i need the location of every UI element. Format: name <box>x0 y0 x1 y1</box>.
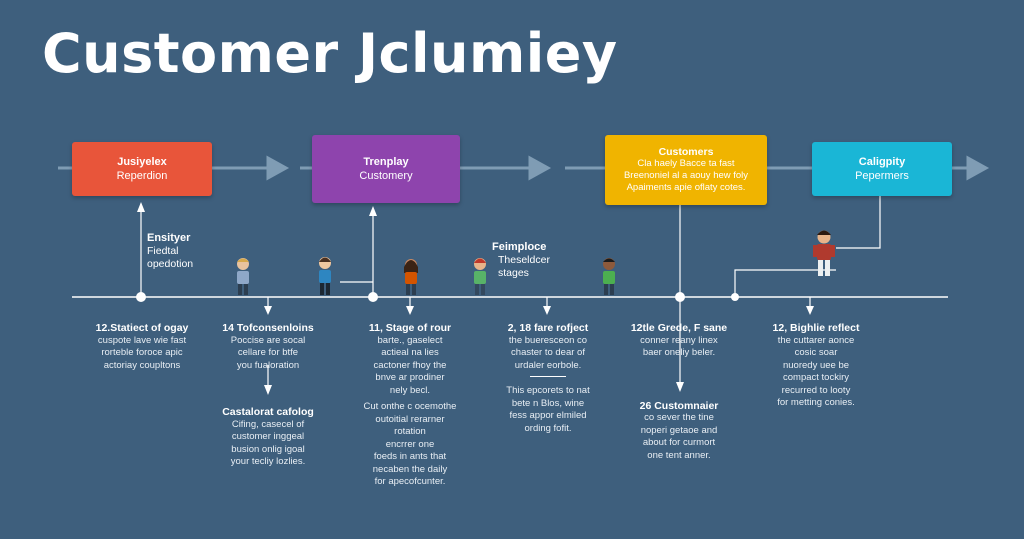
side-note-2: Feimploce Theseldcer stages <box>492 241 550 280</box>
connector-4 <box>836 196 881 249</box>
column-3-line-2: Cut onthe c ocemothe <box>363 401 457 412</box>
column-4-line: urdaler eorbole. <box>514 359 582 371</box>
divider <box>530 376 566 377</box>
column-3-line-2: necaben the daily <box>372 463 448 475</box>
side-note-2-line: Theseldcer <box>498 254 550 266</box>
column-5-line: conner reany linex <box>640 334 718 346</box>
column-4-line: chaster to dear of <box>511 347 585 358</box>
column-2: 14 Tofconsenloins Poccise are socal cell… <box>205 322 331 469</box>
flow-arrows <box>58 155 990 181</box>
side-note-1-line: Fiedtal <box>147 245 179 257</box>
column-3-line: cactoner fhoy the <box>373 359 447 371</box>
stage-3-line: Apaiments apie oflaty cotes. <box>626 182 746 193</box>
stage-3-line: Breenoniel al a aouy hew foly <box>623 170 749 181</box>
page-title: Customer Jclumiey <box>42 22 618 85</box>
column-2-line-2: customer inggeal <box>231 431 305 442</box>
column-6-line: the cuttarer aonce <box>777 334 855 346</box>
stage-2-title: Trenplay <box>363 156 409 168</box>
column-2-line: Poccise are socal <box>230 334 306 346</box>
stage-box-1[interactable]: Jusiyelex Reperdion <box>72 142 212 196</box>
column-2-line-2: Cifing, casecel of <box>231 418 305 430</box>
column-6-line: recurred to looty <box>781 384 851 396</box>
column-3-line: barte., gaselect <box>377 334 443 346</box>
person-icon <box>813 230 835 276</box>
column-6-heading: 12, Bighlie reflect <box>772 322 860 334</box>
column-3-line: bnve ar prodiner <box>375 372 445 383</box>
stage-1-subtitle: Reperdion <box>116 170 168 182</box>
column-2-heading: 14 Tofconsenloins <box>222 322 314 334</box>
column-6: 12, Bighlie reflect the cuttarer aonce c… <box>756 322 876 410</box>
column-2-line-2: your tecliy lozlies. <box>230 456 306 467</box>
stage-box-4[interactable]: Caligpity Pepermers <box>812 142 952 196</box>
column-6-line: for metting conies. <box>777 397 855 408</box>
column-2-line-2: busion onlig igoal <box>231 443 305 455</box>
column-5-line-2: one tent anner. <box>647 449 711 461</box>
side-note-1-title: Ensityer <box>147 232 191 244</box>
stage-3-line: Cla haely Bacce ta fast <box>637 158 735 169</box>
arrow-head-1 <box>266 155 290 181</box>
timeline-nodes <box>136 292 814 315</box>
connector-4a <box>734 269 836 297</box>
stage-box-2[interactable]: Trenplay Customery <box>312 135 460 203</box>
column-3-line-2: rotation <box>394 426 426 437</box>
column-5-line-2: noperi getaoe and <box>640 424 718 436</box>
column-3-line-2: outoitial rerarner <box>375 413 445 425</box>
column-6-line: cosic soar <box>794 347 838 358</box>
stage-4-title: Caligpity <box>858 156 906 168</box>
column-2-heading-2: Castalorat cafolog <box>222 406 314 418</box>
column-4-line: the bueresceon co <box>508 334 588 346</box>
column-6-line: nuoredy uee be <box>782 359 850 371</box>
stage-3-title: Customers <box>658 146 714 158</box>
column-5-line-2: about for curmort <box>642 437 716 448</box>
column-4-line-2: ording fofit. <box>524 422 572 434</box>
column-5-line: baer oneliy beler. <box>642 347 716 358</box>
stage-2-subtitle: Customery <box>359 170 413 182</box>
column-1-heading: 12.Statiect of ogay <box>95 322 189 334</box>
side-note-2-title: Feimploce <box>492 241 547 253</box>
arrow-head-2 <box>528 155 552 181</box>
column-4-line-2: fess appor elmiled <box>509 410 587 421</box>
column-2-line: cellare for btfe <box>237 347 299 358</box>
column-6-line: compact tockiry <box>783 372 849 383</box>
person-icon <box>404 259 418 295</box>
column-3-line: nely becl. <box>389 384 431 396</box>
column-4-line-2: bete n Blos, wine <box>511 397 585 409</box>
column-4-line-2: This epcorets to nat <box>506 385 590 396</box>
column-3-heading: 11, Stage of rour <box>368 322 452 334</box>
person-icon <box>603 258 615 295</box>
column-3-line-2: for apecofcunter. <box>374 476 446 487</box>
person-icon <box>474 258 486 295</box>
column-4: 2, 18 fare rofject the bueresceon co cha… <box>488 322 608 435</box>
column-1-line: actoriay coupltons <box>103 359 181 371</box>
column-5-heading-2: 26 Customnaier <box>639 399 719 412</box>
column-2-line: you fualoration <box>236 359 300 371</box>
column-4-heading: 2, 18 fare rofject <box>507 322 589 334</box>
column-1-line: rorteble foroce apic <box>101 347 183 358</box>
stage-1-title: Jusiyelex <box>117 156 167 168</box>
column-3-line: actieal na lies <box>381 347 439 358</box>
side-note-1: Ensityer Fiedtal opedotion <box>147 232 193 271</box>
side-note-1-line: opedotion <box>147 258 194 270</box>
column-5: 12tle Grede, F sane conner reany linex b… <box>620 322 738 462</box>
column-3-line-2: foeds in ants that <box>373 451 447 462</box>
column-1: 12.Statiect of ogay cuspote lave wie fas… <box>80 322 204 372</box>
column-3-line-2: encrrer one <box>385 438 435 450</box>
column-5-line-2: co sever the tine <box>644 412 714 423</box>
column-3: 11, Stage of rour barte., gaselect actie… <box>348 322 472 489</box>
stage-box-3[interactable]: Customers Cla haely Bacce ta fast Breeno… <box>605 135 767 205</box>
person-icon <box>319 257 331 295</box>
stage-4-subtitle: Pepermers <box>855 170 909 182</box>
person-icon <box>237 258 249 295</box>
column-1-line: cuspote lave wie fast <box>97 334 187 346</box>
column-5-heading: 12tle Grede, F sane <box>630 322 728 334</box>
side-note-2-line: stages <box>498 267 529 279</box>
arrow-head-3 <box>966 155 990 181</box>
